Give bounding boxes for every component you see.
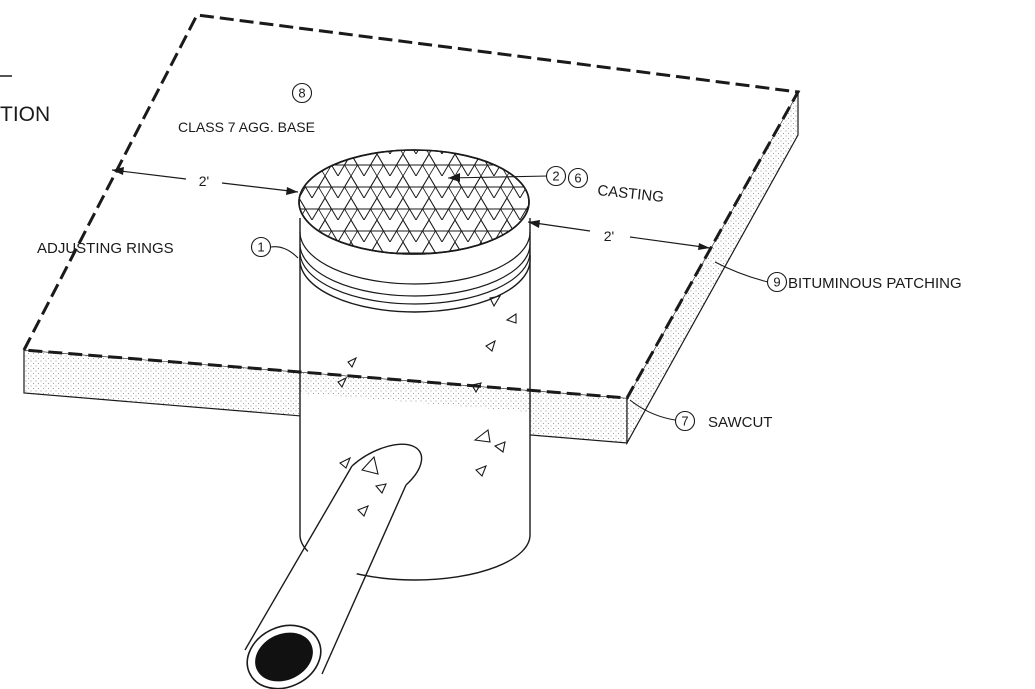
casting-label: CASTING bbox=[597, 182, 665, 206]
aggregate-triangle bbox=[471, 382, 483, 394]
pipe-edge-bottom bbox=[321, 484, 407, 675]
pipe-body-fill bbox=[245, 470, 405, 672]
aggregate-triangle bbox=[473, 429, 491, 443]
aggregate-triangle bbox=[357, 505, 369, 517]
aggregate-triangle bbox=[347, 356, 358, 369]
callout-casting: 2 6 CASTING bbox=[447, 165, 665, 206]
aggregate-triangle bbox=[505, 312, 517, 324]
sawcut-label: SAWCUT bbox=[708, 414, 772, 431]
callout-number-1: 1 bbox=[257, 240, 264, 255]
aggregate-symbols bbox=[337, 295, 517, 517]
dimension-left: 2' bbox=[111, 167, 299, 195]
header-title-fragment: TION bbox=[0, 103, 50, 126]
callout-number-2: 2 bbox=[552, 169, 559, 184]
pipe-bore bbox=[255, 632, 313, 682]
aggregate-triangle bbox=[374, 483, 387, 495]
aggregate-triangle bbox=[485, 339, 496, 352]
callout-class7-agg-base: 8 CLASS 7 AGG. BASE bbox=[178, 82, 315, 135]
dimension-right: 2' bbox=[527, 220, 711, 250]
casting-rim bbox=[298, 149, 530, 255]
callout-number-6: 6 bbox=[574, 171, 581, 186]
callout-sawcut: 7 SAWCUT bbox=[629, 399, 772, 432]
bituminous-label: BITUMINOUS PATCHING bbox=[788, 275, 962, 292]
aggregate-triangle bbox=[339, 456, 352, 469]
aggregate-triangle bbox=[337, 376, 348, 389]
class7-label: CLASS 7 AGG. BASE bbox=[178, 119, 315, 135]
callout-number: 8 bbox=[298, 86, 305, 101]
aggregate-triangle bbox=[360, 455, 379, 475]
aggregate-triangle bbox=[475, 465, 487, 477]
callout-bituminous-patching: 9 BITUMINOUS PATCHING bbox=[714, 261, 962, 293]
ring-line-3 bbox=[299, 251, 531, 305]
dimension-right-label: 2' bbox=[604, 228, 614, 244]
ring-line-1 bbox=[299, 231, 531, 285]
callout-number-9: 9 bbox=[773, 275, 780, 290]
aggregate-triangle bbox=[493, 441, 506, 453]
callout-adjusting-rings: ADJUSTING RINGS 1 bbox=[37, 236, 299, 259]
manhole-barrel-upper bbox=[299, 255, 531, 412]
adjusting-rings-label: ADJUSTING RINGS bbox=[37, 240, 174, 257]
dimension-left-label: 2' bbox=[199, 173, 209, 189]
aggregate-triangle bbox=[489, 295, 502, 308]
pipe-edge-top bbox=[244, 465, 353, 651]
pipe-end-top bbox=[351, 443, 423, 486]
sawcut-outline bbox=[22, 13, 801, 400]
callout-number-7: 7 bbox=[681, 414, 688, 429]
ring-line-2 bbox=[299, 243, 531, 297]
